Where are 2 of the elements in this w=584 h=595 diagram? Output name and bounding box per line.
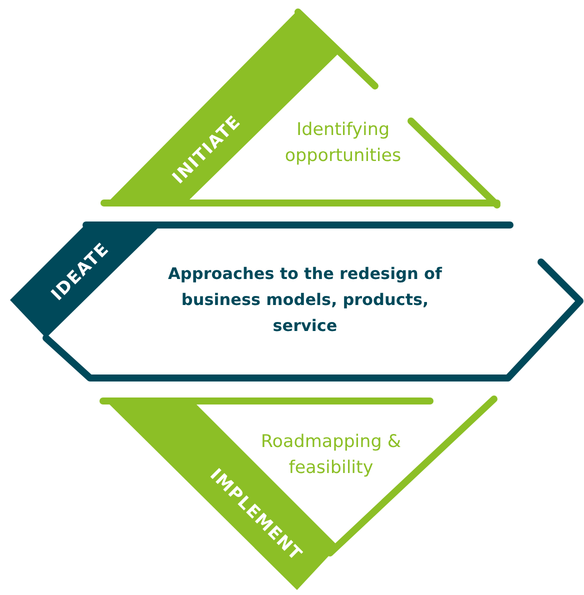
description-text: Identifying opportunities [284, 119, 402, 168]
description-text: Approaches to the redesign of business models, products, service [167, 263, 444, 337]
